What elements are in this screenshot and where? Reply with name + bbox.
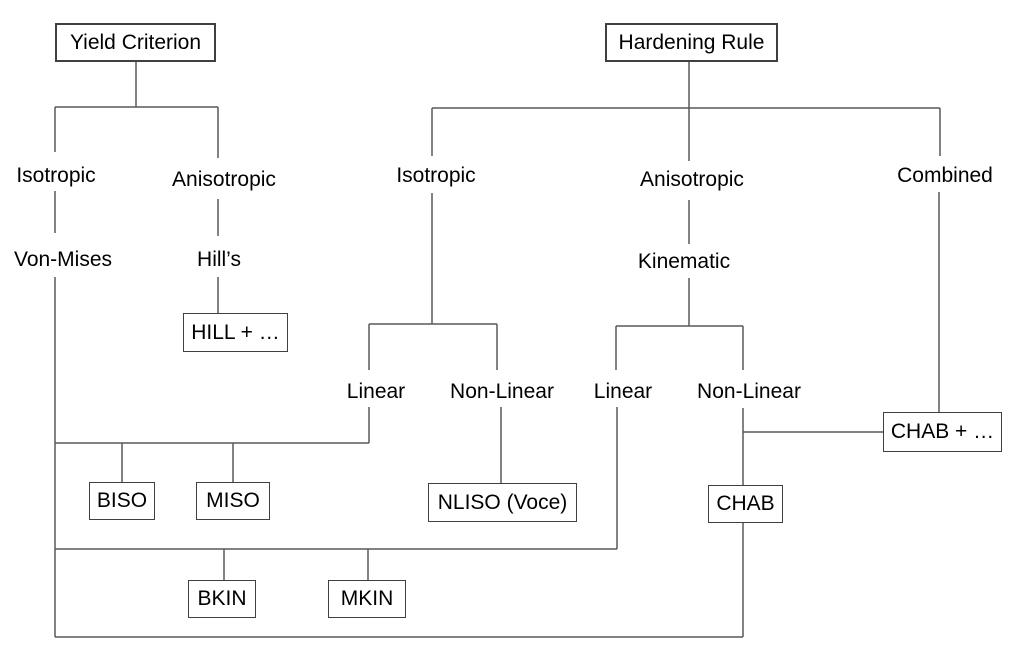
yield-criterion-box: Yield Criterion [55,23,216,62]
yield-isotropic-label: Isotropic [16,164,96,187]
hardening-anisotropic-label: Anisotropic [640,168,744,191]
isotropic-linear-label: Linear [346,380,406,403]
kinematic-linear-label: Linear [593,380,653,403]
kinematic-nonlinear-label: Non-Linear [697,380,801,403]
mkin-box: MKIN [328,580,406,618]
bkin-box: BKIN [188,580,256,618]
hardening-rule-box: Hardening Rule [605,23,778,62]
hill-plus-box: HILL + … [183,313,288,352]
hills-label: Hill’s [197,248,241,271]
chab-plus-box: CHAB + … [883,412,1002,452]
isotropic-nonlinear-label: Non-Linear [450,380,554,403]
biso-box: BISO [89,482,155,520]
chab-box: CHAB [708,485,783,523]
kinematic-label: Kinematic [637,250,731,273]
combined-label: Combined [897,164,993,187]
nliso-voce-box: NLISO (Voce) [428,483,577,522]
von-mises-label: Von-Mises [13,248,113,271]
miso-box: MISO [196,482,270,520]
yield-anisotropic-label: Anisotropic [172,168,276,191]
hardening-isotropic-label: Isotropic [396,164,476,187]
